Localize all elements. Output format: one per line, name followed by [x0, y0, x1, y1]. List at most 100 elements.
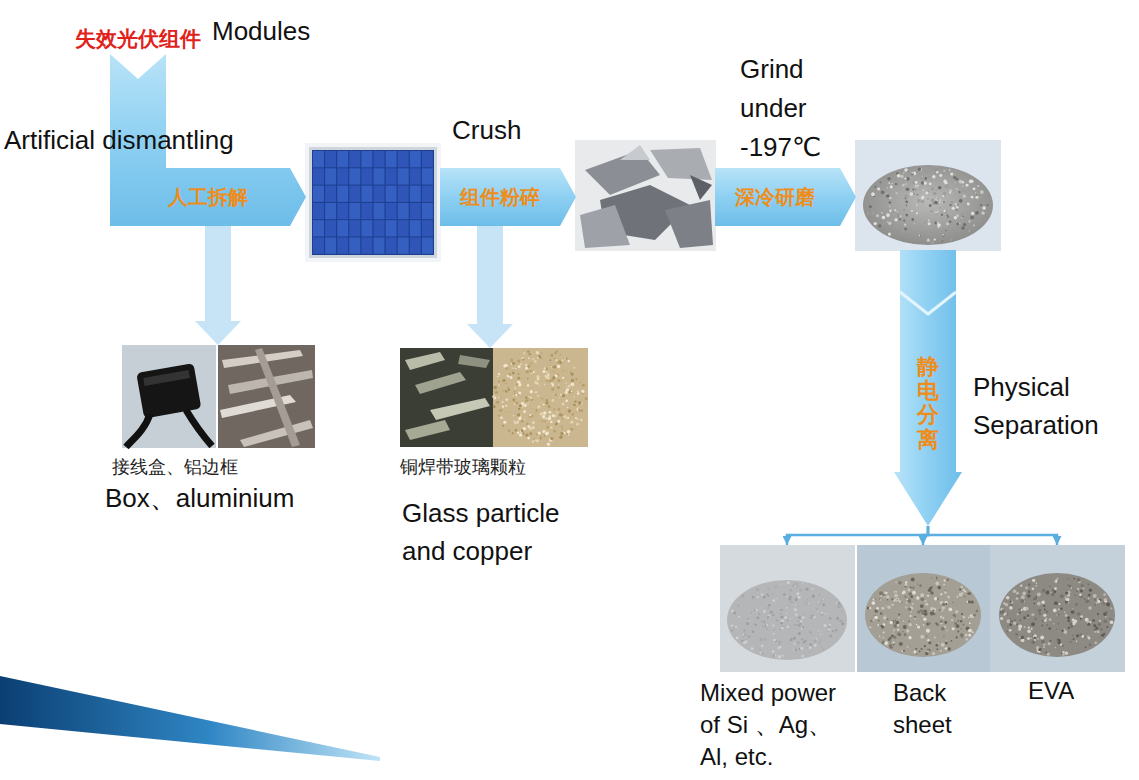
speck — [883, 594, 885, 596]
flow-arrow — [205, 226, 231, 321]
speck — [937, 586, 941, 590]
speck — [949, 169, 951, 171]
solar-cell — [398, 186, 409, 202]
solar-cell — [422, 168, 433, 184]
speck — [510, 358, 513, 361]
speck — [1060, 594, 1064, 598]
speck — [1014, 619, 1016, 621]
speck — [562, 370, 564, 372]
speck — [909, 623, 912, 626]
speck — [802, 626, 804, 628]
solar-cell — [337, 151, 348, 167]
speck — [731, 630, 733, 632]
speck — [754, 610, 756, 612]
speck — [805, 588, 808, 591]
speck — [904, 177, 906, 179]
speck — [910, 177, 911, 178]
speck — [1050, 640, 1052, 642]
speck — [973, 614, 976, 617]
speck — [529, 427, 532, 430]
speck — [1016, 592, 1019, 595]
speck — [551, 355, 552, 356]
speck — [899, 642, 903, 646]
speck — [1093, 594, 1097, 598]
speck — [887, 187, 888, 188]
speck — [512, 367, 514, 369]
speck — [550, 421, 552, 423]
speck — [562, 377, 564, 379]
speck — [838, 605, 841, 608]
junction-box-picture — [126, 414, 150, 447]
step-label-zh: 静电分离 — [917, 355, 939, 452]
speck — [1037, 609, 1040, 612]
speck — [903, 625, 907, 629]
speck — [742, 636, 744, 638]
speck — [517, 413, 521, 417]
text-slot: Artificial dismantling — [4, 126, 234, 156]
speck — [1088, 594, 1091, 597]
speck — [879, 201, 882, 204]
speck — [953, 614, 956, 617]
speck — [554, 408, 556, 410]
speck — [941, 212, 942, 213]
speck — [553, 430, 556, 433]
speck — [903, 219, 905, 221]
speck — [1058, 638, 1061, 641]
speck — [936, 648, 938, 650]
speck — [1065, 591, 1068, 594]
speck — [897, 632, 901, 636]
speck — [556, 411, 558, 413]
speck — [515, 394, 517, 396]
speck — [906, 601, 908, 603]
speck — [918, 167, 921, 170]
speck — [561, 432, 563, 434]
speck — [842, 621, 844, 623]
speck — [945, 184, 949, 188]
speck — [492, 395, 495, 398]
speck — [907, 231, 910, 234]
speck — [528, 358, 530, 360]
speck — [786, 625, 789, 628]
speck — [912, 603, 914, 605]
speck — [956, 214, 959, 217]
speck — [535, 410, 536, 411]
speck — [927, 198, 929, 200]
speck — [1058, 638, 1061, 641]
speck — [802, 583, 803, 584]
speck — [946, 222, 949, 225]
speck — [577, 390, 579, 392]
speck — [950, 172, 953, 175]
speck — [1048, 627, 1051, 630]
speck — [562, 403, 565, 406]
speck — [905, 200, 908, 203]
speck — [917, 583, 918, 584]
text-slot: 接线盒、铝边框 — [112, 457, 238, 478]
solar-cell — [337, 220, 348, 236]
speck — [839, 604, 842, 607]
speck — [893, 643, 895, 645]
speck — [495, 391, 498, 394]
aluminium-frame-picture — [218, 345, 315, 448]
speck — [556, 422, 558, 424]
speck — [935, 198, 938, 201]
solar-cell — [398, 238, 409, 254]
speck — [543, 403, 545, 405]
speck — [956, 209, 958, 211]
speck — [948, 216, 950, 218]
speck — [958, 191, 960, 193]
speck — [919, 235, 921, 237]
solar-cell — [313, 168, 324, 184]
speck — [787, 581, 790, 584]
text-slot: EVA — [1028, 677, 1074, 705]
speck — [1111, 608, 1113, 610]
speck — [733, 628, 735, 630]
speck — [796, 592, 799, 595]
speck — [944, 591, 947, 594]
speck — [1073, 638, 1075, 640]
speck — [519, 404, 522, 407]
speck — [505, 367, 508, 370]
speck — [1027, 637, 1030, 640]
speck — [736, 637, 739, 640]
speck — [911, 172, 913, 174]
speck — [903, 621, 904, 622]
